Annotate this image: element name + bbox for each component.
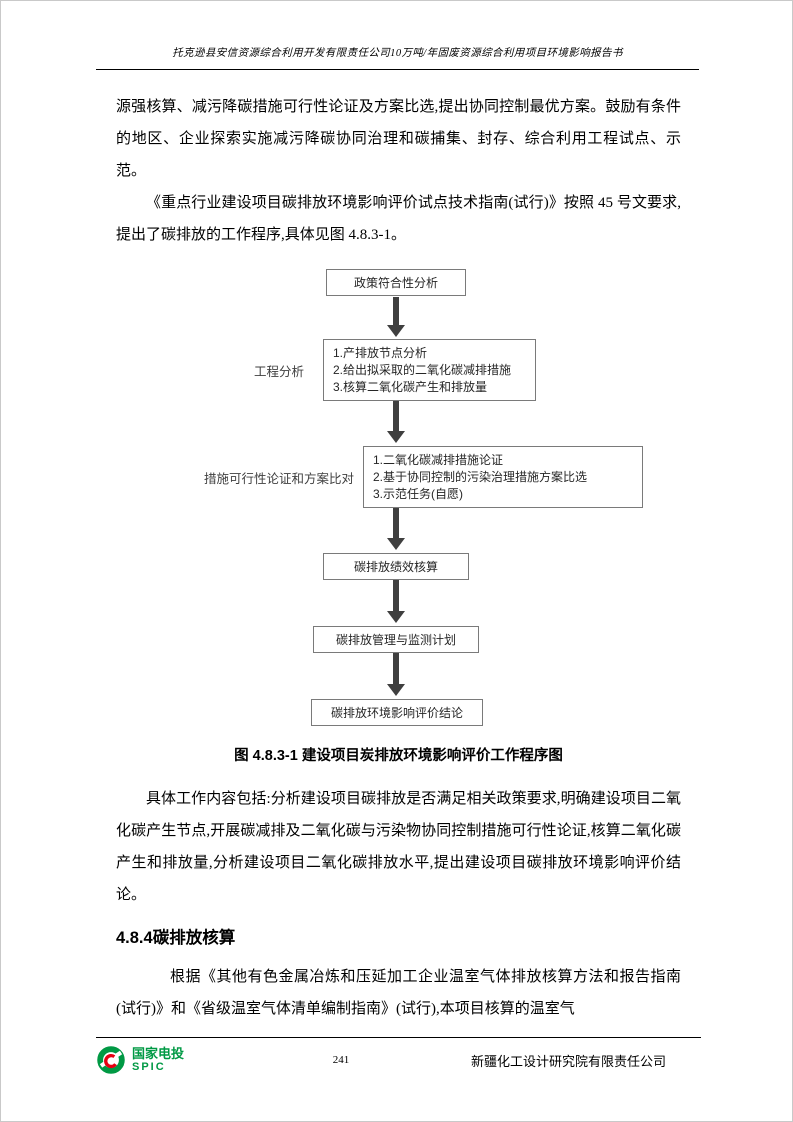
arrow-down-icon xyxy=(387,508,405,550)
page-header: 托克逊县安信资源综合利用开发有限责任公司10万吨/年固废资源综合利用项目环境影响… xyxy=(96,45,699,70)
spic-logo-text: 国家电投 SPIC xyxy=(132,1046,184,1074)
arrow-down-icon xyxy=(387,580,405,623)
flowchart-node-line: 1.产排放节点分析 xyxy=(333,346,428,360)
header-title: 托克逊县安信资源综合利用开发有限责任公司10万吨/年固废资源综合利用项目环境影响… xyxy=(172,48,623,59)
arrow-down-icon xyxy=(387,653,405,696)
flowchart-node-line: 2.给出拟采取的二氧化碳减排措施 xyxy=(333,363,512,377)
figure-caption: 图 4.8.3-1 建设项目炭排放环境影响评价工作程序图 xyxy=(234,748,563,764)
body-paragraph-3: 具体工作内容包括:分析建设项目碳排放是否满足相关政策要求,明确建设项目二氧化碳产… xyxy=(116,791,681,903)
page-number: 241 xyxy=(332,1054,350,1066)
footer-company-name: 新疆化工设计研究院有限责任公司 xyxy=(470,1053,666,1069)
flowchart-node-eia-conclusion: 碳排放环境影响评价结论 xyxy=(311,699,483,726)
body-paragraph-4: 根据《其他有色金属冶炼和压延加工企业温室气体排放核算方法和报告指南(试行)》和《… xyxy=(116,969,681,1017)
flowchart-node-feasibility-comparison: 1.二氧化碳减排措施论证 2.基于协同控制的污染治理措施方案比选 3.示范任务(… xyxy=(363,446,643,508)
arrow-down-icon xyxy=(387,297,405,337)
spic-logo-icon xyxy=(97,1046,125,1074)
flowchart-side-label-feasibility: 措施可行性论证和方案比对 xyxy=(204,472,355,486)
body-paragraph-1: 源强核算、减污降碳措施可行性论证及方案比选,提出协同控制最优方案。鼓励有条件的地… xyxy=(116,99,681,179)
flowchart-node-policy-analysis: 政策符合性分析 xyxy=(326,269,466,296)
flowchart-node-line: 1.二氧化碳减排措施论证 xyxy=(373,453,504,467)
page-footer: 国家电投 SPIC 241 新疆化工设计研究院有限责任公司 xyxy=(96,1037,701,1075)
arrow-down-icon xyxy=(387,401,405,443)
spic-logo: 国家电投 SPIC xyxy=(96,1045,246,1075)
flowchart-node-performance-accounting: 碳排放绩效核算 xyxy=(323,553,469,580)
logo-text-en: SPIC xyxy=(132,1061,166,1073)
flowchart-node-line: 3.核算二氧化碳产生和排放量 xyxy=(333,380,488,394)
flowchart-node-engineering-analysis: 1.产排放节点分析 2.给出拟采取的二氧化碳减排措施 3.核算二氧化碳产生和排放… xyxy=(323,339,536,401)
flowchart-node-line: 2.基于协同控制的污染治理措施方案比选 xyxy=(373,470,588,484)
page-content: 源强核算、减污降碳措施可行性论证及方案比选,提出协同控制最优方案。鼓励有条件的地… xyxy=(116,91,681,1025)
flowchart-side-label-engineering: 工程分析 xyxy=(254,365,305,379)
flowchart-node-line: 3.示范任务(自愿) xyxy=(373,487,464,501)
section-heading-4-8-4: 4.8.4碳排放核算 xyxy=(116,929,236,947)
flowchart: 政策符合性分析 工程分析 1.产排放节点分析 2.给出拟采取的二氧化碳减排措施 … xyxy=(116,267,681,729)
body-paragraph-2: 《重点行业建设项目碳排放环境影响评价试点技术指南(试行)》按照 45 号文要求,… xyxy=(116,195,681,243)
flowchart-node-management-monitoring: 碳排放管理与监测计划 xyxy=(313,626,479,653)
logo-text-cn: 国家电投 xyxy=(132,1046,185,1061)
